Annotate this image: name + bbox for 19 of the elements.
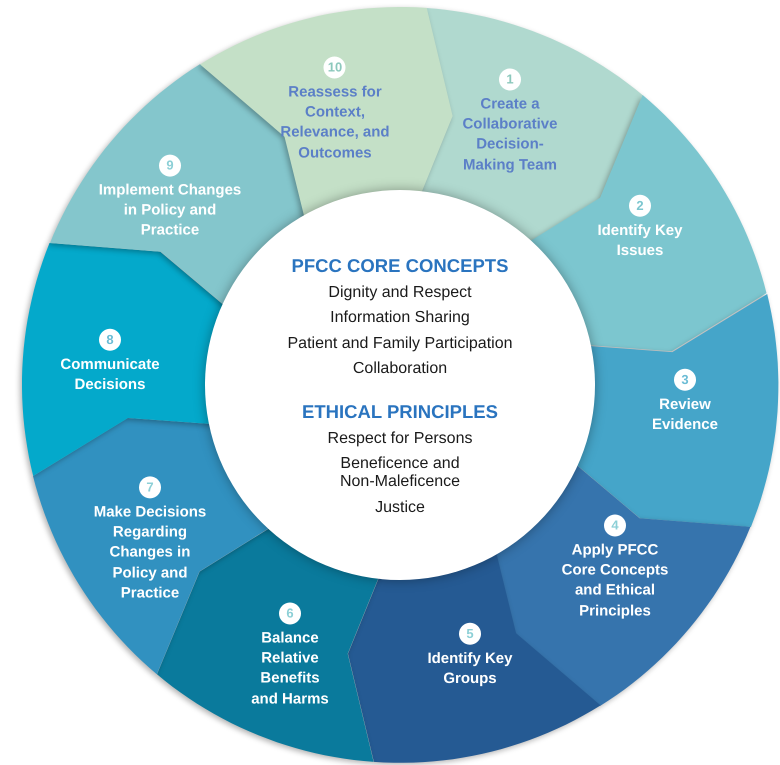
list-item: Patient and Family Participation xyxy=(286,334,514,354)
section-heading: PFCC CORE CONCEPTS xyxy=(292,254,508,277)
step-title: Reassess for Context, Relevance, and Outcomes xyxy=(279,82,391,164)
step-title: Communicate Decisions xyxy=(59,354,161,395)
step-title: Apply PFCC Core Concepts and Ethical Principles xyxy=(560,540,670,622)
step-title: Identify Key Issues xyxy=(596,220,684,261)
list-item: Respect for Persons xyxy=(326,430,474,448)
list-item: Collaboration xyxy=(352,360,448,378)
section-heading: ETHICAL PRINCIPLES xyxy=(302,400,498,422)
list-item: Dignity and Respect xyxy=(327,284,473,302)
step-title: Create a Collaborative Decision-Making Team xyxy=(461,94,558,176)
step-title: Implement Changes in Policy and Practice xyxy=(98,180,242,242)
list-item: Justice xyxy=(374,498,426,518)
step-title: Identify Key Groups xyxy=(426,648,514,689)
list-item: Beneficence and Non-Maleficence xyxy=(338,454,462,492)
list-item: Information Sharing xyxy=(329,309,471,328)
step-title: Balance Relative Benefits and Harms xyxy=(250,628,330,710)
step-title: Review Evidence xyxy=(651,394,719,435)
step-title: Make Decisions Regarding Changes in Policy and Practice xyxy=(92,502,208,604)
